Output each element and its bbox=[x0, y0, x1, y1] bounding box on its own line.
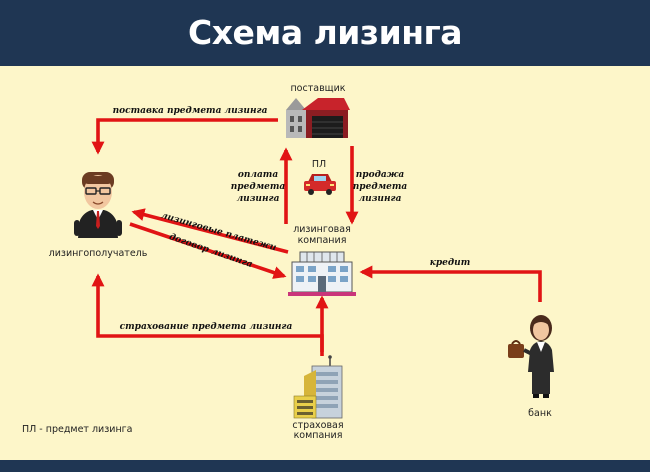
legend-note: ПЛ - предмет лизинга bbox=[22, 424, 133, 435]
office-towers-icon bbox=[293, 355, 343, 419]
businessman-icon bbox=[74, 172, 122, 238]
car-icon bbox=[304, 174, 336, 195]
edge-insurance bbox=[91, 273, 324, 356]
businesswoman-icon bbox=[508, 315, 554, 398]
node-label-subject: ПЛ bbox=[312, 159, 326, 170]
edge-label-lease-payments: лизинговые платежи bbox=[160, 211, 278, 254]
edge-delivery bbox=[91, 118, 278, 155]
node-label-lessee: лизингополучатель bbox=[49, 248, 148, 259]
footer-bar bbox=[0, 460, 650, 472]
node-label-bank: банк bbox=[528, 408, 552, 419]
edge-lease-payments bbox=[131, 208, 289, 254]
edge-label-insurance: страхование предмета лизинга bbox=[120, 322, 293, 332]
header-bar bbox=[0, 0, 650, 66]
warehouse-icon bbox=[286, 98, 350, 138]
building-icon bbox=[288, 251, 356, 296]
node-label-supplier: поставщик bbox=[290, 83, 345, 94]
page-title: Схема лизинга bbox=[187, 13, 463, 52]
edge-label-delivery: поставка предмета лизинга bbox=[113, 106, 268, 116]
edge-credit bbox=[359, 265, 542, 302]
edge-label-credit: кредит bbox=[430, 258, 470, 268]
edge-lease-contract bbox=[129, 222, 287, 279]
